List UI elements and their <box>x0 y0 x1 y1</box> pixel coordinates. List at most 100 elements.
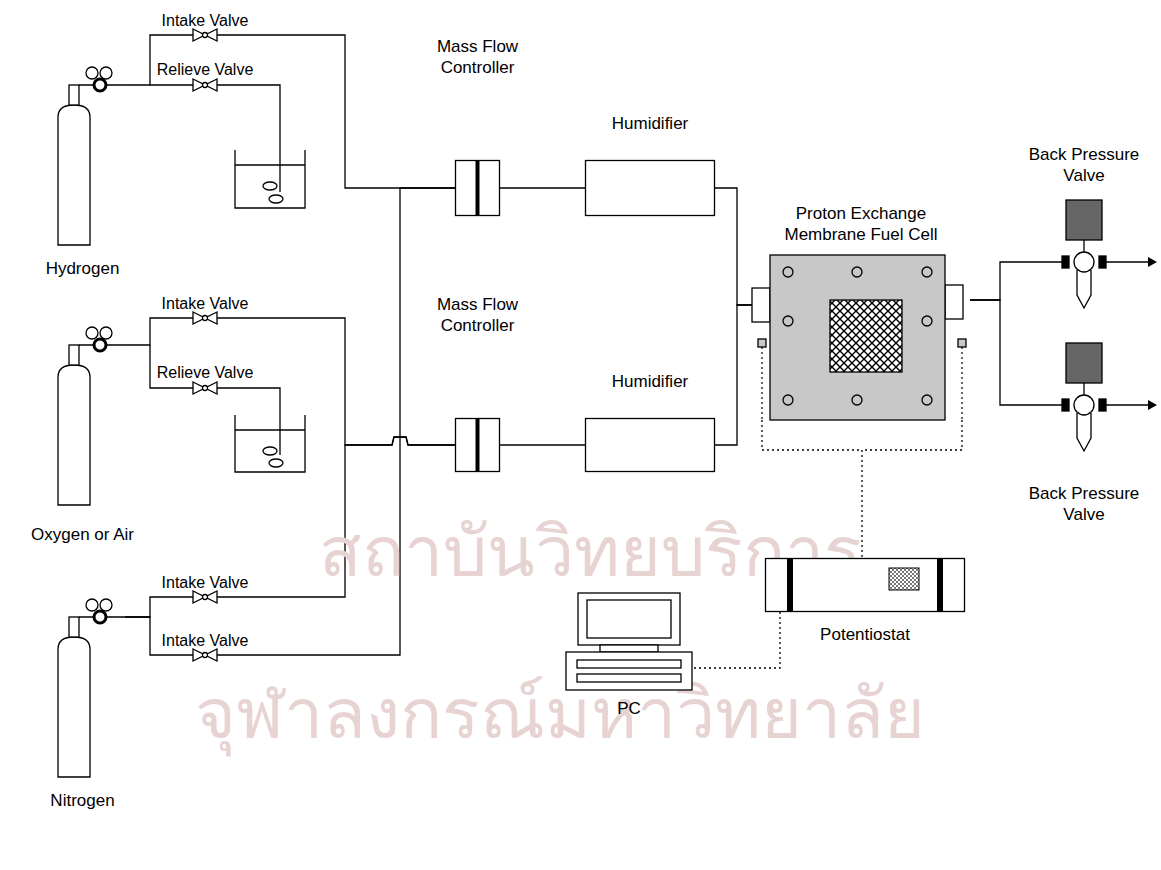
drive-slot <box>577 660 681 668</box>
humidifier-box: Humidifier <box>585 160 715 216</box>
bolt-hole <box>922 267 932 277</box>
panel-bar <box>787 558 793 612</box>
gauge <box>86 67 98 79</box>
graphic-part <box>150 85 1150 472</box>
node-heading: Potentiostat <box>820 624 910 645</box>
back-pressure-valve-shape <box>1062 200 1106 310</box>
computer-case <box>566 652 692 690</box>
bubble <box>269 459 283 467</box>
exit-arrowhead <box>1148 400 1157 410</box>
bolt-hole <box>922 316 932 326</box>
valve-port <box>1099 399 1106 411</box>
valve-port <box>1062 399 1069 411</box>
regulator-head <box>94 79 106 91</box>
node-heading: Humidifier <box>612 371 689 392</box>
gauge <box>100 67 112 79</box>
regulator-head <box>94 339 106 351</box>
mfc-bar <box>476 418 480 472</box>
valve-plug <box>1077 413 1091 451</box>
bubble <box>263 447 277 455</box>
gas-line <box>970 262 1062 300</box>
gas-line <box>500 444 585 445</box>
signal-lead <box>961 347 962 420</box>
graphic-part <box>58 599 125 777</box>
bubbler-beaker <box>235 150 305 208</box>
mass-flow-controller-shape <box>455 418 500 472</box>
graphic-part <box>58 327 125 505</box>
graphic-part <box>566 593 692 690</box>
exit-line <box>1106 404 1150 405</box>
cylinder-body <box>58 365 90 505</box>
display <box>889 568 919 590</box>
graphic-part <box>752 255 966 420</box>
screen <box>587 600 671 638</box>
graphic-part <box>1062 200 1106 308</box>
gas-line <box>125 35 455 188</box>
graphic-part <box>58 67 125 245</box>
node-heading: Nitrogen <box>50 790 114 811</box>
graphic-part <box>203 653 208 658</box>
graphic-part <box>193 382 217 394</box>
cylinder-neck <box>69 617 79 637</box>
node-heading: Hydrogen <box>46 258 120 279</box>
gas-line <box>500 187 585 188</box>
pc: PC <box>565 592 693 692</box>
fuel-cell-shape <box>752 255 970 420</box>
node-heading: Oxygen or Air <box>31 524 134 545</box>
signal-lead <box>761 347 762 420</box>
drive-slot <box>577 674 681 682</box>
exit-arrowhead <box>1148 257 1157 267</box>
node-heading: Mass Flow Controller <box>423 294 533 336</box>
graphic-part <box>203 33 208 38</box>
bolt-hole <box>783 316 793 326</box>
valve-label: Intake Valve <box>162 294 249 314</box>
valve-body <box>1074 252 1094 272</box>
mass-flow-controller: Mass Flow Controller <box>455 418 500 472</box>
node-heading: Back Pressure Valve <box>1022 483 1147 525</box>
graphic-part <box>193 591 217 603</box>
gas-line <box>715 188 752 305</box>
bolt-hole <box>852 267 862 277</box>
valve-port <box>1062 256 1069 268</box>
water-level <box>235 164 305 165</box>
cylinder-neck <box>69 345 79 365</box>
gas-cylinder-shape <box>40 65 125 250</box>
mfc-box <box>456 419 500 472</box>
exit-line <box>1106 261 1150 262</box>
intake-valve-symbol <box>193 649 217 661</box>
mass-flow-controller-shape <box>455 160 500 216</box>
graphic-part <box>762 347 962 420</box>
mfc-bar <box>476 160 480 216</box>
node-heading: PC <box>617 698 641 719</box>
relieve-valve-symbol <box>193 382 217 394</box>
graphic-part <box>193 79 217 91</box>
cylinder-body <box>58 105 90 245</box>
pc-shape <box>565 592 693 692</box>
potentiostat-box <box>766 559 965 612</box>
intake-valve-symbol <box>193 591 217 603</box>
terminal <box>958 339 966 347</box>
relieve-line <box>150 345 280 455</box>
humidifier-box-shape <box>585 160 715 216</box>
back-pressure-valve-shape <box>1062 343 1106 453</box>
outlet-stub <box>945 285 963 319</box>
valve-body <box>1074 395 1094 415</box>
gas-cylinder-shape <box>40 325 125 510</box>
intake-valve-symbol <box>193 29 217 41</box>
graphic-part <box>203 386 208 391</box>
graphic-part <box>203 595 208 600</box>
water-level <box>235 429 305 430</box>
humidifier-box <box>586 161 715 216</box>
gauge <box>86 599 98 611</box>
valve-label: Relieve Valve <box>157 363 254 383</box>
back-pressure-valve: Back Pressure Valve <box>1062 343 1106 453</box>
gauge <box>100 599 112 611</box>
gas-line <box>970 300 1062 405</box>
valve-label: Intake Valve <box>162 631 249 651</box>
node-heading: Mass Flow Controller <box>423 36 533 78</box>
node-heading: Back Pressure Valve <box>1022 144 1147 186</box>
bolt-hole <box>922 395 932 405</box>
gas-cylinder: Nitrogen <box>40 597 125 782</box>
gas-cylinder-shape <box>40 597 125 782</box>
